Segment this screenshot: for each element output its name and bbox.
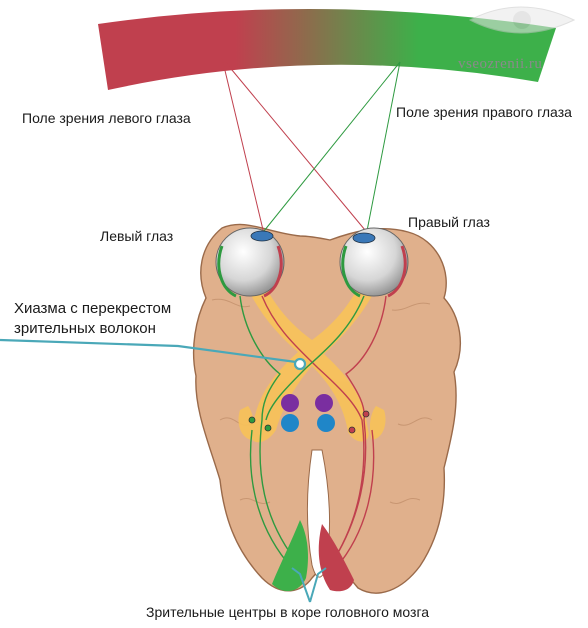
chiasm-label-line2: зрительных волокон [14,320,156,337]
cortex-label: Зрительные центры в коре головного мозга [146,604,429,620]
watermark-text: vseozrenii.ru [458,56,542,73]
left-eye-label: Левый глаз [100,228,173,244]
left-eyeball [216,228,284,296]
right-eyeball [340,228,408,296]
left-field-label: Поле зрения левого глаза [22,110,191,126]
right-field-label: Поле зрения правого глаза [396,104,572,120]
right-eye-label: Правый глаз [408,214,490,230]
field-projection-lines [222,58,400,236]
chiasm-label-line1: Хиазма с перекрестом [14,300,171,317]
